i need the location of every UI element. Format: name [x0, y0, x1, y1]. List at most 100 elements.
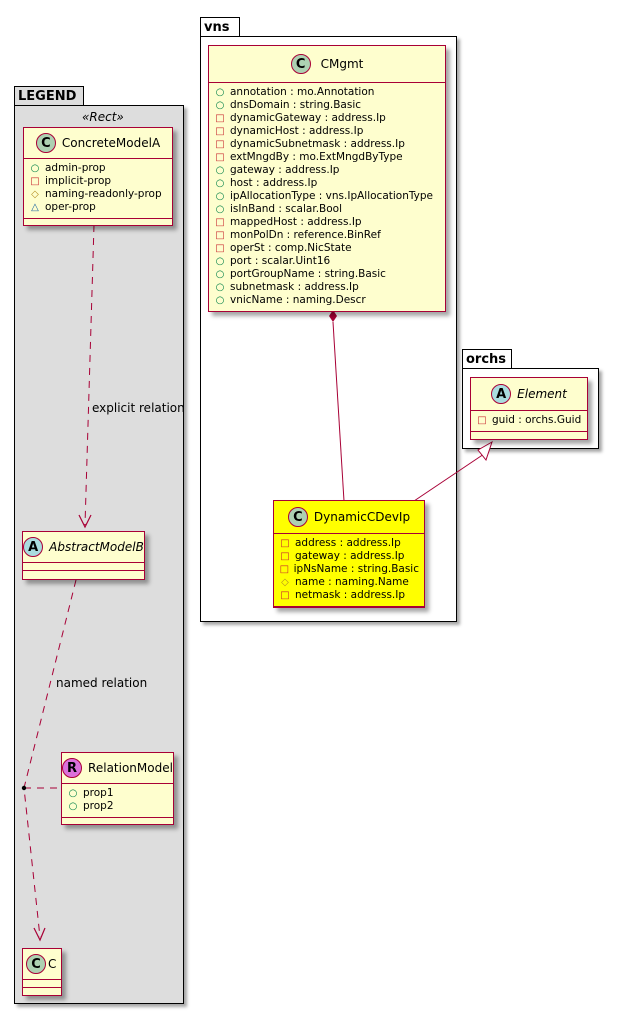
attribute-text: dynamicGateway : address.Ip — [230, 112, 386, 124]
attribute-row: ○admin-prop — [29, 162, 167, 175]
class-name: RelationModel — [88, 761, 173, 775]
visibility-public-icon: ○ — [215, 204, 225, 215]
visibility-private-icon: □ — [215, 217, 225, 228]
method-list — [24, 219, 172, 227]
attribute-row: □ netmask : address.Ip — [279, 589, 419, 602]
class-icon: C — [290, 54, 311, 74]
attribute-list — [23, 563, 144, 571]
visibility-public-icon: ○ — [68, 788, 78, 799]
method-list — [274, 607, 424, 615]
attribute-row: □ operSt : comp.NicState — [214, 242, 440, 255]
attribute-row: □dynamicSubnetmask : address.Ip — [214, 138, 440, 151]
visibility-private-icon: □ — [280, 590, 290, 601]
class-relation-model[interactable]: R RelationModel ○prop1○ prop2 — [61, 752, 174, 825]
attribute-text: gateway : address.Ip — [295, 550, 405, 562]
attribute-text: address : address.Ip — [295, 537, 401, 549]
legend-stereotype: «Rect» — [82, 110, 124, 124]
visibility-private-icon: □ — [280, 538, 290, 549]
visibility-package-icon: △ — [31, 202, 39, 213]
abstract-class-icon: A — [491, 384, 512, 404]
visibility-public-icon: ○ — [68, 801, 78, 812]
attribute-row: □gateway : address.Ip — [279, 550, 419, 563]
generalization-triangle — [477, 440, 493, 462]
attribute-row: □ extMngdBy : mo.ExtMngdByType — [214, 151, 440, 164]
attribute-row: ◇ naming-readonly-prop — [29, 188, 167, 201]
visibility-public-icon: ○ — [215, 269, 225, 280]
visibility-private-icon: □ — [477, 415, 487, 426]
class-icon: C — [35, 133, 56, 153]
class-name: Element — [517, 387, 567, 401]
attribute-row: ○gateway : address.Ip — [214, 164, 440, 177]
attribute-list — [23, 980, 61, 988]
method-list — [62, 818, 173, 826]
attribute-text: naming-readonly-prop — [45, 188, 162, 200]
attribute-text: portGroupName : string.Basic — [230, 268, 386, 280]
method-list — [23, 988, 61, 996]
attribute-text: admin-prop — [45, 162, 106, 174]
attribute-text: port : scalar.Uint16 — [230, 255, 331, 267]
attribute-row: ○prop1 — [67, 787, 168, 800]
package-tab-vns: vns — [200, 17, 240, 37]
attribute-row: □ dynamicHost : address.Ip — [214, 125, 440, 138]
visibility-protected-icon: ◇ — [31, 189, 39, 200]
class-name: C — [48, 957, 57, 971]
class-concrete-model-a[interactable]: C ConcreteModelA ○admin-prop□implicit-pr… — [23, 127, 173, 226]
class-element[interactable]: A Element □ guid : orchs.Guid — [470, 377, 588, 440]
attribute-text: annotation : mo.Annotation — [230, 86, 375, 98]
visibility-public-icon: ○ — [215, 165, 225, 176]
attribute-text: dynamicHost : address.Ip — [230, 125, 364, 137]
visibility-protected-icon: ◇ — [281, 577, 289, 588]
attribute-text: host : address.Ip — [230, 177, 318, 189]
method-list — [471, 432, 587, 440]
attribute-text: name : naming.Name — [295, 576, 409, 588]
class-c[interactable]: C C — [22, 948, 62, 996]
visibility-public-icon: ○ — [215, 178, 225, 189]
visibility-private-icon: □ — [215, 243, 225, 254]
class-name: AbstractModelB — [49, 540, 144, 554]
abstract-class-icon: A — [23, 537, 44, 557]
attribute-text: netmask : address.Ip — [295, 589, 406, 601]
visibility-public-icon: ○ — [215, 191, 225, 202]
method-list — [209, 312, 445, 320]
visibility-private-icon: □ — [215, 126, 225, 137]
attribute-text: operSt : comp.NicState — [230, 242, 352, 254]
edge-generalization — [413, 453, 485, 502]
attribute-row: □implicit-prop — [29, 175, 167, 188]
attribute-row: □ipNsName : string.Basic — [279, 563, 419, 576]
attribute-row: □ address : address.Ip — [279, 537, 419, 550]
visibility-private-icon: □ — [215, 152, 225, 163]
class-icon: C — [287, 507, 308, 527]
attribute-text: subnetmask : address.Ip — [230, 281, 359, 293]
class-abstract-model-b[interactable]: A AbstractModelB — [22, 531, 145, 580]
attribute-text: guid : orchs.Guid — [492, 414, 582, 426]
class-cmgmt[interactable]: C CMgmt ○annotation : mo.Annotation○dnsD… — [208, 45, 446, 312]
attribute-row: ○vnicName : naming.Descr — [214, 294, 440, 307]
attribute-text: dynamicSubnetmask : address.Ip — [230, 138, 405, 150]
visibility-public-icon: ○ — [215, 100, 225, 111]
visibility-public-icon: ○ — [215, 282, 225, 293]
class-dynamic-cdev-ip[interactable]: C DynamicCDevIp □address : address.Ip□ga… — [273, 500, 425, 608]
arrowhead-named — [33, 927, 46, 942]
class-name: ConcreteModelA — [61, 136, 161, 150]
attribute-row: ○annotation : mo.Annotation — [214, 86, 440, 99]
attribute-text: extMngdBy : mo.ExtMngdByType — [230, 151, 403, 163]
edge-composition — [332, 321, 345, 502]
attribute-row: ○port : scalar.Uint16 — [214, 255, 440, 268]
attribute-text: vnicName : naming.Descr — [230, 294, 366, 306]
attribute-list: □ guid : orchs.Guid — [471, 411, 587, 432]
visibility-private-icon: □ — [30, 176, 40, 187]
composition-diamond — [329, 310, 337, 322]
attribute-row: ○ prop2 — [67, 800, 168, 813]
package-tab-legend: LEGEND — [14, 86, 84, 106]
visibility-private-icon: □ — [279, 564, 290, 575]
attribute-row: □mappedHost : address.Ip — [214, 216, 440, 229]
arrowhead-explicit — [78, 514, 92, 529]
attribute-text: prop2 — [83, 800, 114, 812]
relation-class-icon: R — [62, 758, 83, 778]
label-named-relation: named relation — [56, 676, 148, 690]
method-list — [23, 571, 144, 579]
attribute-list: ○prop1○ prop2 — [62, 784, 173, 818]
attribute-list: ○admin-prop□implicit-prop◇ naming-readonl… — [24, 159, 172, 219]
